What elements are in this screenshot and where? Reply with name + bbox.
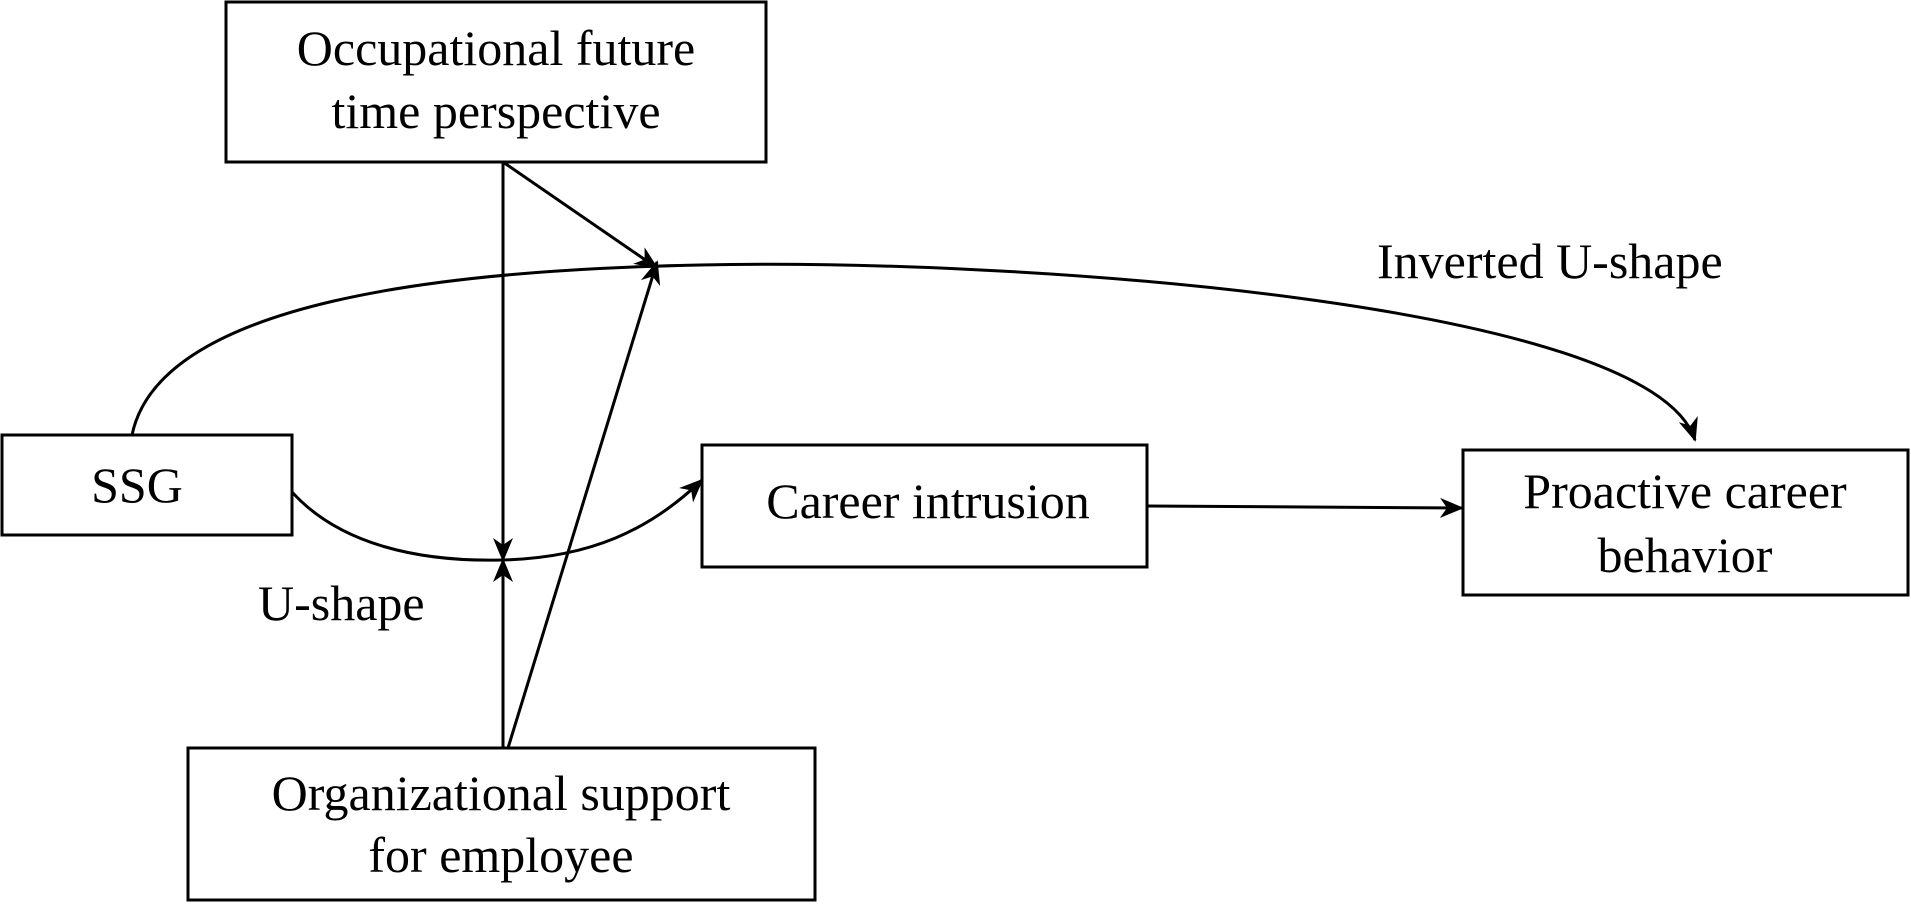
moderation-oftp-to-inverted-u-path [502,160,659,270]
pcb-label-line1: Proactive career [1523,463,1847,519]
ssg-label: SSG [91,457,183,513]
node-ssg: SSG [0,433,294,537]
edge-ssg-to-proactive-career-behavior [130,262,1698,442]
ose-label-line2: for employee [368,827,633,883]
edge-ssg-to-career-intrusion [290,478,704,562]
pcb-label-line2: behavior [1598,527,1773,583]
career-intrusion-label: Career intrusion [766,473,1090,529]
oftp-label-line1: Occupational future [297,20,695,76]
oftp-label-line2: time perspective [331,83,660,139]
inverted-u-shape-label: Inverted U-shape [1377,233,1723,289]
ose-label-line1: Organizational support [272,765,731,821]
edge-career-intrusion-to-proactive-career-behavior [1146,497,1464,518]
node-career-intrusion: Career intrusion [700,443,1149,569]
u-shape-label: U-shape [258,575,425,631]
moderation-ose-to-inverted-u-path [506,260,661,749]
node-occupational-future-time-perspective: Occupational future time perspective [224,0,768,164]
node-organizational-support-for-employee: Organizational support for employee [186,746,817,902]
node-proactive-career-behavior: Proactive career behavior [1461,448,1910,597]
